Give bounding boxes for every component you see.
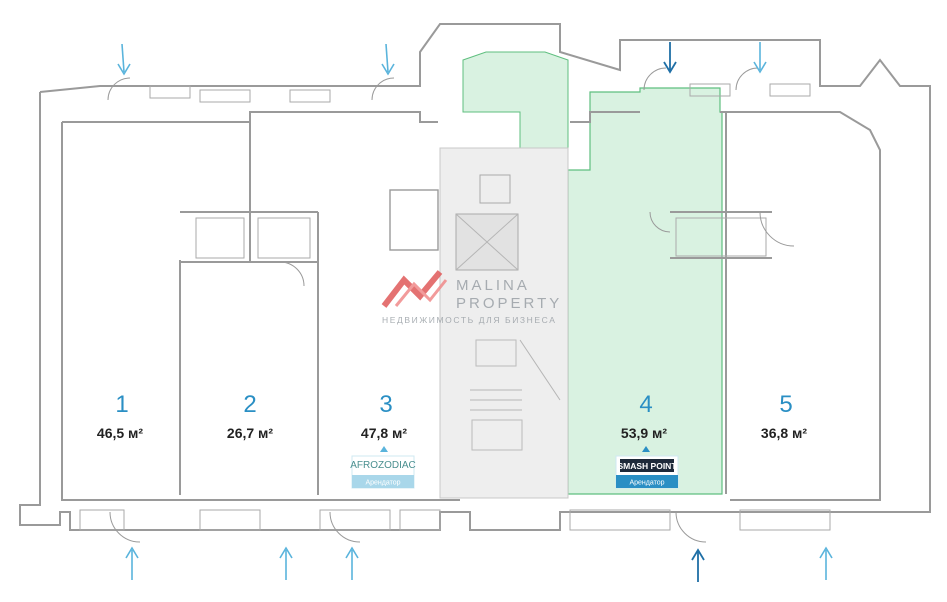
watermark-line-1: MALINA (456, 277, 530, 294)
tenant-badge-smash-point: SMASH POINT Арендатор (615, 446, 679, 489)
unit-label-5[interactable]: 5 36,8 м² (761, 391, 807, 441)
tenant-brand: SMASH POINT (617, 461, 677, 471)
tenant-label: Арендатор (629, 480, 664, 487)
entrance-arrow-bottom-5 (819, 546, 833, 580)
watermark-tagline: НЕДВИЖИМОСТЬ ДЛЯ БИЗНЕСА (382, 315, 556, 325)
unit-label-3[interactable]: 3 47,8 м² (361, 391, 407, 441)
unit-4-highlight (462, 51, 723, 495)
unit-area: 26,7 м² (227, 425, 273, 441)
unit-number: 2 (243, 391, 256, 418)
tenant-brand: AFROZODIAC (350, 460, 416, 471)
unit-number: 1 (115, 391, 128, 418)
entrance-arrow-top-2 (381, 43, 395, 76)
unit-label-2[interactable]: 2 26,7 м² (227, 391, 273, 441)
triangle-marker-icon (642, 446, 650, 452)
unit-area: 47,8 м² (361, 425, 407, 441)
entrance-arrow-bottom-1 (125, 546, 139, 580)
tenant-badge-afrozodiac: AFROZODIAC Арендатор (350, 446, 416, 489)
outer-walls (19, 23, 931, 531)
entrance-arrow-top-3 (663, 42, 677, 74)
watermark-line-2: PROPERTY (456, 295, 562, 312)
malina-logo-icon (381, 270, 448, 308)
entrance-arrow-bottom-2 (279, 546, 293, 580)
triangle-marker-icon (380, 446, 388, 452)
unit-number: 3 (379, 391, 392, 418)
entrance-arrows (117, 42, 833, 582)
unit-number: 5 (779, 391, 792, 418)
stair-core (439, 147, 569, 499)
entrance-arrow-top-1 (117, 43, 131, 76)
door-swings (107, 67, 795, 543)
entrance-arrow-bottom-3 (345, 546, 359, 580)
unit-area: 46,5 м² (97, 425, 143, 441)
windows (79, 83, 831, 531)
entrance-arrow-top-4 (753, 42, 767, 74)
unit-area: 53,9 м² (621, 425, 667, 441)
unit-label-1[interactable]: 1 46,5 м² (97, 391, 143, 441)
unit-label-4[interactable]: 4 53,9 м² (621, 391, 667, 441)
entrance-arrow-bottom-4 (691, 548, 705, 582)
malina-property-watermark: MALINA PROPERTY НЕДВИЖИМОСТЬ ДЛЯ БИЗНЕСА (381, 270, 562, 325)
unit-number: 4 (639, 391, 652, 418)
unit-area: 36,8 м² (761, 425, 807, 441)
tenant-label: Арендатор (365, 480, 400, 487)
